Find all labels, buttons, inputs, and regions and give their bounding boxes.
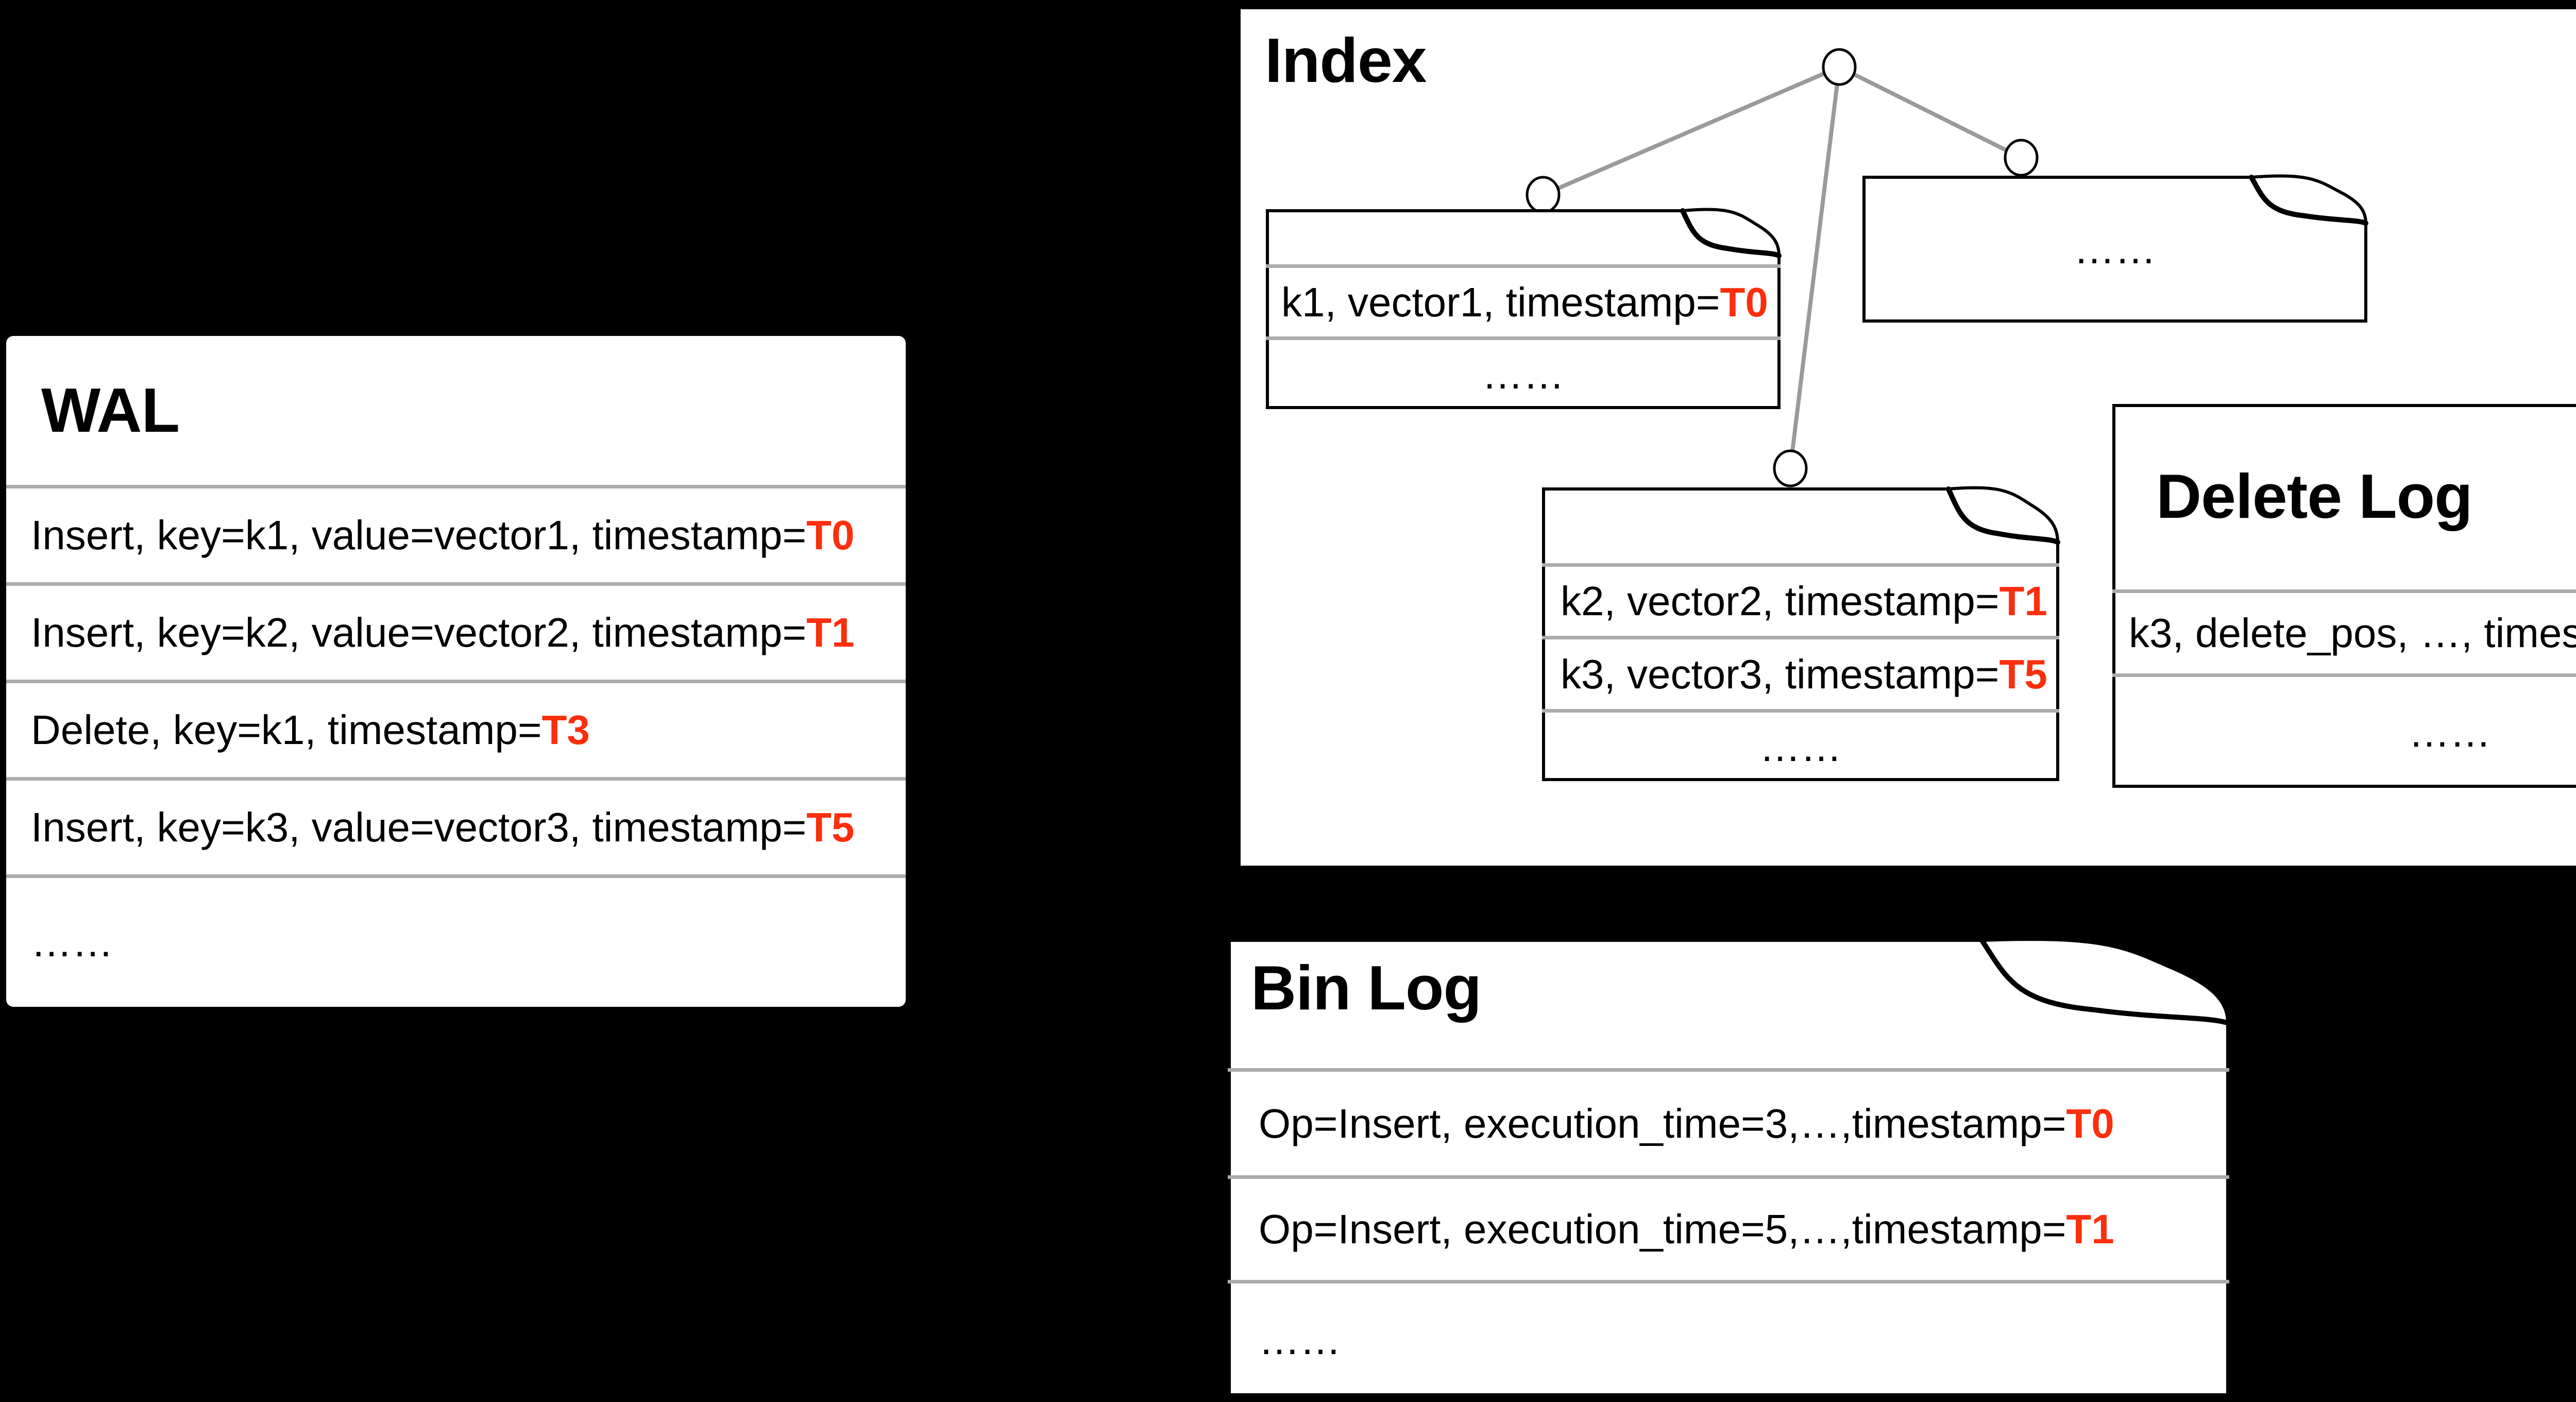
delete-log-title: Delete Log bbox=[2156, 461, 2473, 532]
divider bbox=[1228, 1175, 2229, 1179]
divider bbox=[6, 680, 906, 683]
index-file-k2k3-doc: k2, vector2, timestamp=T1 k3, vector3, t… bbox=[1542, 486, 2060, 781]
divider bbox=[6, 777, 906, 781]
index-file-k1-doc: k1, vector1, timestamp=T0 …… bbox=[1266, 208, 1782, 409]
document-shape bbox=[2112, 404, 2576, 788]
index-file-k1-ellipsis: …… bbox=[1482, 351, 1565, 397]
document-shape bbox=[1266, 208, 1782, 409]
divider bbox=[2112, 589, 2576, 593]
divider bbox=[1228, 1068, 2229, 1072]
document-shape bbox=[1862, 174, 2368, 323]
timestamp-value: T0 bbox=[1720, 279, 1768, 325]
tree-node-left bbox=[1526, 176, 1561, 214]
timestamp-value: T1 bbox=[806, 610, 855, 655]
folded-corner bbox=[1946, 486, 2060, 545]
tree-node-root bbox=[1822, 48, 1857, 86]
timestamp-value: T5 bbox=[806, 804, 855, 850]
divider bbox=[1542, 636, 2059, 639]
index-file-other-doc: …… bbox=[1862, 174, 2368, 323]
index-file-k1-row: k1, vector1, timestamp=T0 bbox=[1281, 279, 1768, 325]
index-title: Index bbox=[1265, 25, 1427, 95]
wal-title: WAL bbox=[41, 375, 180, 445]
delete-log-row: k3, delete_pos, …, timestamp=T3 bbox=[2129, 610, 2576, 656]
tree-edge bbox=[1542, 65, 1840, 197]
divider bbox=[6, 582, 906, 586]
tree-node-right bbox=[2004, 139, 2039, 177]
divider bbox=[1542, 709, 2059, 713]
folded-corner bbox=[1979, 938, 2230, 1026]
tree-edge bbox=[1788, 66, 1841, 469]
divider bbox=[6, 485, 906, 488]
delete-log-doc: Delete Log k3, delete_pos, …, timestamp=… bbox=[2112, 404, 2576, 788]
index-file-k2k3-ellipsis: …… bbox=[1759, 723, 1842, 770]
timestamp-value: T0 bbox=[806, 512, 855, 558]
bin-log-ellipsis: …… bbox=[1259, 1316, 1341, 1363]
index-file-k2-row: k2, vector2, timestamp=T1 bbox=[1561, 578, 2047, 624]
wal-row: Insert, key=k2, value=vector2, timestamp… bbox=[31, 610, 855, 655]
divider bbox=[6, 874, 906, 878]
timestamp-value: T5 bbox=[1999, 651, 2047, 697]
bin-log-row: Op=Insert, execution_time=5,…,timestamp=… bbox=[1259, 1206, 2114, 1252]
document-shape bbox=[1542, 486, 2060, 781]
delete-log-ellipsis: …… bbox=[2409, 709, 2491, 755]
bin-log-row: Op=Insert, execution_time=3,…,timestamp=… bbox=[1259, 1100, 2114, 1146]
tree-node-middle bbox=[1773, 449, 1808, 487]
divider bbox=[1228, 1280, 2229, 1283]
wal-panel: WAL Insert, key=k1, value=vector1, times… bbox=[6, 336, 906, 1007]
divider bbox=[1266, 336, 1781, 340]
divider bbox=[2112, 673, 2576, 677]
wal-row: Insert, key=k1, value=vector1, timestamp… bbox=[31, 512, 855, 558]
divider bbox=[1266, 264, 1781, 268]
index-file-k3-row: k3, vector3, timestamp=T5 bbox=[1561, 651, 2047, 697]
bin-log-doc: Bin Log Op=Insert, execution_time=3,…,ti… bbox=[1228, 938, 2230, 1396]
index-file-other-ellipsis: …… bbox=[2074, 226, 2156, 272]
bin-log-title: Bin Log bbox=[1251, 953, 1482, 1023]
wal-ellipsis-row: …… bbox=[31, 919, 113, 965]
folded-corner bbox=[1680, 208, 1782, 259]
wal-row: Delete, key=k1, timestamp=T3 bbox=[31, 707, 590, 753]
timestamp-value: T1 bbox=[1999, 578, 2047, 624]
timestamp-value: T3 bbox=[541, 707, 590, 753]
divider bbox=[1542, 563, 2059, 567]
folded-corner bbox=[2249, 175, 2368, 226]
timestamp-value: T1 bbox=[2066, 1206, 2114, 1252]
index-tree bbox=[1526, 48, 2039, 487]
tree-edge bbox=[1838, 65, 2022, 160]
wal-row: Insert, key=k3, value=vector3, timestamp… bbox=[31, 804, 855, 850]
timestamp-value: T0 bbox=[2066, 1100, 2114, 1146]
